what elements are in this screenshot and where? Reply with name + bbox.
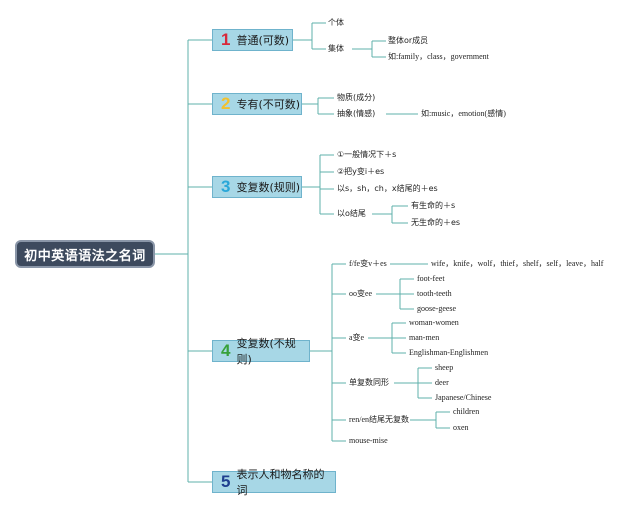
category-number: 2 xyxy=(221,94,231,113)
node-label: 个体 xyxy=(328,18,344,27)
category-number: 4 xyxy=(221,341,231,360)
example-label: goose-geese xyxy=(417,304,457,313)
category-3-node[interactable]: 3 变复数(规则) xyxy=(212,176,302,198)
example-label: foot-feet xyxy=(417,274,445,283)
example-label: deer xyxy=(435,378,449,387)
example-label: tooth-teeth xyxy=(417,289,452,298)
node-label: 以s，sh，ch，x结尾的＋es xyxy=(337,184,438,193)
example-label: Japanese/Chinese xyxy=(435,393,492,402)
node-label: ren/en结尾无复数 xyxy=(349,415,409,424)
example-label: children xyxy=(453,407,480,416)
node-label: a变e xyxy=(349,333,365,342)
root-node[interactable]: 初中英语语法之名词 xyxy=(15,240,155,268)
node-label: 抽象(情感) xyxy=(337,109,376,118)
category-1-node[interactable]: 1 普通(可数) xyxy=(212,29,293,51)
category-4-node[interactable]: 4 变复数(不规则) xyxy=(212,337,310,366)
example-label: sheep xyxy=(435,363,454,372)
node-label: ①一般情况下＋s xyxy=(337,150,397,159)
category-number: 1 xyxy=(221,30,231,49)
node-label: 单复数同形 xyxy=(349,378,389,387)
example-label: woman-women xyxy=(409,318,459,327)
category-label: 专有(不可数) xyxy=(236,98,301,111)
example-label: wife，knife，wolf，thief，shelf，self，leave，h… xyxy=(431,259,604,268)
category-label: 表示人和物名称的词 xyxy=(236,468,325,497)
category-label: 变复数(不规则) xyxy=(236,337,296,366)
example-label: 如:music，emotion(感情) xyxy=(421,109,506,118)
category-2-node[interactable]: 2 专有(不可数) xyxy=(212,93,302,115)
example-label: 如:family，class，government xyxy=(388,52,489,61)
node-label: 整体or成员 xyxy=(388,36,429,45)
example-label: Englishman-Englishmen xyxy=(409,348,489,357)
category-label: 普通(可数) xyxy=(236,34,290,47)
category-number: 3 xyxy=(221,177,231,196)
category-number: 5 xyxy=(221,472,231,491)
node-label: 集体 xyxy=(328,44,344,53)
node-label: 有生命的＋s xyxy=(411,201,456,210)
node-label: f/fe变v＋es xyxy=(349,259,387,268)
node-label: 无生命的＋es xyxy=(411,218,461,227)
node-label: mouse-mise xyxy=(349,436,388,445)
node-label: 以o结尾 xyxy=(337,209,366,218)
node-label: 物质(成分) xyxy=(337,93,376,102)
example-label: oxen xyxy=(453,423,469,432)
root-label: 初中英语语法之名词 xyxy=(24,248,146,264)
node-label: oo变ee xyxy=(349,289,373,298)
category-label: 变复数(规则) xyxy=(236,181,301,194)
example-label: man-men xyxy=(409,333,440,342)
category-5-node[interactable]: 5 表示人和物名称的词 xyxy=(212,468,336,497)
node-label: ②把y变i＋es xyxy=(337,167,385,176)
